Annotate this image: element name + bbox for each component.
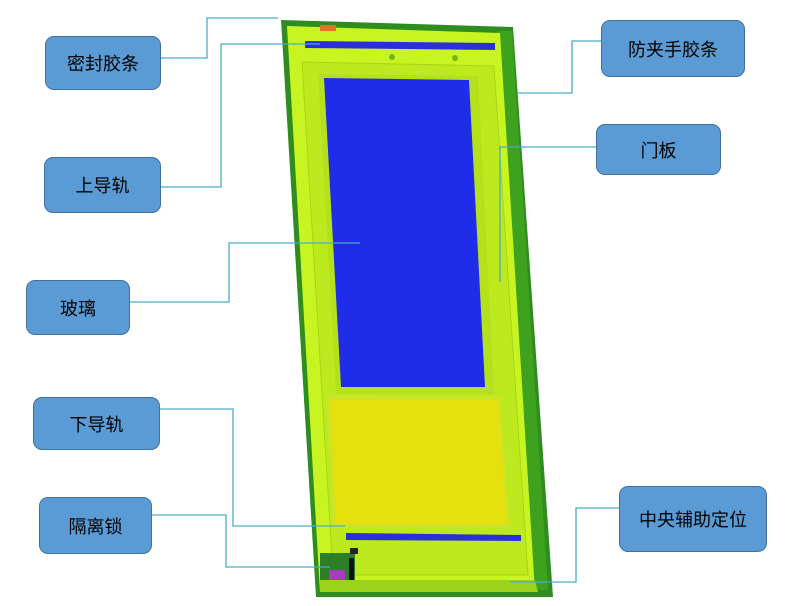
callout-seal-strip-label: 密封胶条	[67, 54, 139, 75]
callout-door-panel-label: 门板	[640, 140, 677, 162]
callout-isolation-lock-label: 隔离锁	[68, 516, 123, 538]
callout-upper-rail-label: 上导轨	[75, 176, 130, 197]
glass-pane	[324, 78, 485, 387]
leader-anti-pinch	[517, 40, 601, 94]
lower-panel	[330, 400, 507, 524]
callout-seal-strip: 密封胶条	[45, 36, 161, 90]
mounting-hole-right	[452, 55, 458, 61]
anti-pinch-strip	[497, 31, 548, 590]
leader-upper-rail	[161, 43, 320, 188]
callout-anti-pinch-strip: 防夹手胶条	[601, 20, 745, 77]
lower-rail-bar	[346, 533, 521, 541]
seal-strip-marker	[320, 25, 336, 31]
leader-glass	[130, 242, 360, 303]
leader-lower-rail	[160, 408, 345, 527]
mounting-hole-left	[389, 54, 395, 60]
callout-glass: 玻璃	[26, 280, 130, 335]
callout-door-panel: 门板	[596, 124, 721, 175]
leader-isolation-lock	[152, 514, 330, 568]
isolation-lock-tab	[350, 548, 358, 554]
leader-door-panel	[499, 146, 596, 282]
leader-seal-strip	[161, 17, 278, 59]
callout-isolation-lock: 隔离锁	[39, 497, 152, 554]
callout-center-positioning-label: 中央辅助定位	[639, 510, 747, 531]
leader-center-positioning	[510, 507, 619, 583]
callout-anti-pinch-strip-label: 防夹手胶条	[628, 39, 718, 61]
upper-rail-bar	[305, 41, 495, 50]
door-bottom-base	[320, 580, 538, 592]
callout-center-positioning: 中央辅助定位	[619, 486, 767, 552]
callout-glass-label: 玻璃	[60, 298, 96, 320]
callout-lower-rail-label: 下导轨	[69, 414, 124, 436]
callout-lower-rail: 下导轨	[33, 397, 160, 450]
isolation-lock-handle	[349, 558, 354, 584]
callout-upper-rail: 上导轨	[44, 157, 161, 213]
